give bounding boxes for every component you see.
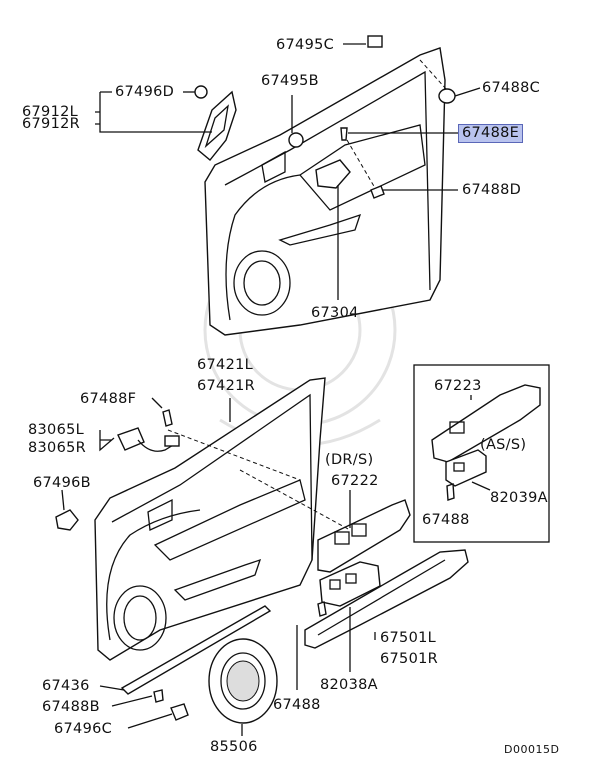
lower-clip-67496B <box>55 509 79 531</box>
screw-67488E <box>340 127 348 141</box>
harness-83065 <box>117 427 145 451</box>
label-67495C: 67495C <box>276 37 335 53</box>
label-67488F: 67488F <box>80 391 137 407</box>
label-83065R: 83065R <box>28 440 87 456</box>
label-82039A: 82039A <box>490 490 548 506</box>
label-67488-bottom: 67488 <box>273 697 321 713</box>
label-67501L: 67501L <box>380 630 437 646</box>
label-67496B: 67496B <box>33 475 91 491</box>
label-67488E[interactable]: 67488E <box>458 124 524 143</box>
label-67501R: 67501R <box>380 651 439 667</box>
label-67222: 67222 <box>331 473 379 489</box>
upper-door-trim <box>204 47 446 336</box>
switch-panel-67222 <box>317 499 411 573</box>
label-67912R: 67912R <box>22 116 81 132</box>
bracket-67304 <box>315 159 351 189</box>
label-67912L: 67912L <box>22 104 79 120</box>
label-67496C: 67496C <box>54 721 113 737</box>
label-83065L: 83065L <box>28 422 85 438</box>
lower-door-trim <box>94 377 326 661</box>
label-67488C: 67488C <box>482 80 541 96</box>
label-67488B: 67488B <box>42 699 100 715</box>
armrest-67501 <box>304 549 469 649</box>
screw-67488D <box>370 185 385 199</box>
clip-67495C <box>367 35 383 48</box>
screw-67488F <box>162 409 173 427</box>
clip-67495B <box>288 132 304 148</box>
label-67495B: 67495B <box>261 73 319 89</box>
clip-67488C <box>438 88 456 104</box>
label-67223: 67223 <box>434 378 482 394</box>
weatherstrip-67436 <box>120 605 272 695</box>
label-as-s: (AS/S) <box>480 437 527 453</box>
corner-trim <box>197 90 237 161</box>
label-85506: 85506 <box>210 739 258 755</box>
label-67488D: 67488D <box>462 182 522 198</box>
label-67496D: 67496D <box>115 84 175 100</box>
screw-67488-lower <box>317 601 327 617</box>
screw-67488B <box>153 689 164 703</box>
label-82038A: 82038A <box>320 677 378 693</box>
screw-67488-inset <box>446 483 455 501</box>
diagram-code: D00015D <box>504 743 560 756</box>
switch-panel-67223 <box>431 384 541 463</box>
clip-67496C <box>170 703 189 721</box>
label-67421L: 67421L <box>197 357 254 373</box>
label-67304: 67304 <box>311 305 359 321</box>
label-dr-s: (DR/S) <box>325 452 374 468</box>
inset-box <box>413 364 550 543</box>
label-67421R: 67421R <box>197 378 256 394</box>
speaker-grille-85506 <box>208 638 278 724</box>
label-67436: 67436 <box>42 678 90 694</box>
window-switch-82039A <box>445 449 487 487</box>
label-67488-inset: 67488 <box>422 512 470 528</box>
clip-67496D <box>194 85 208 99</box>
